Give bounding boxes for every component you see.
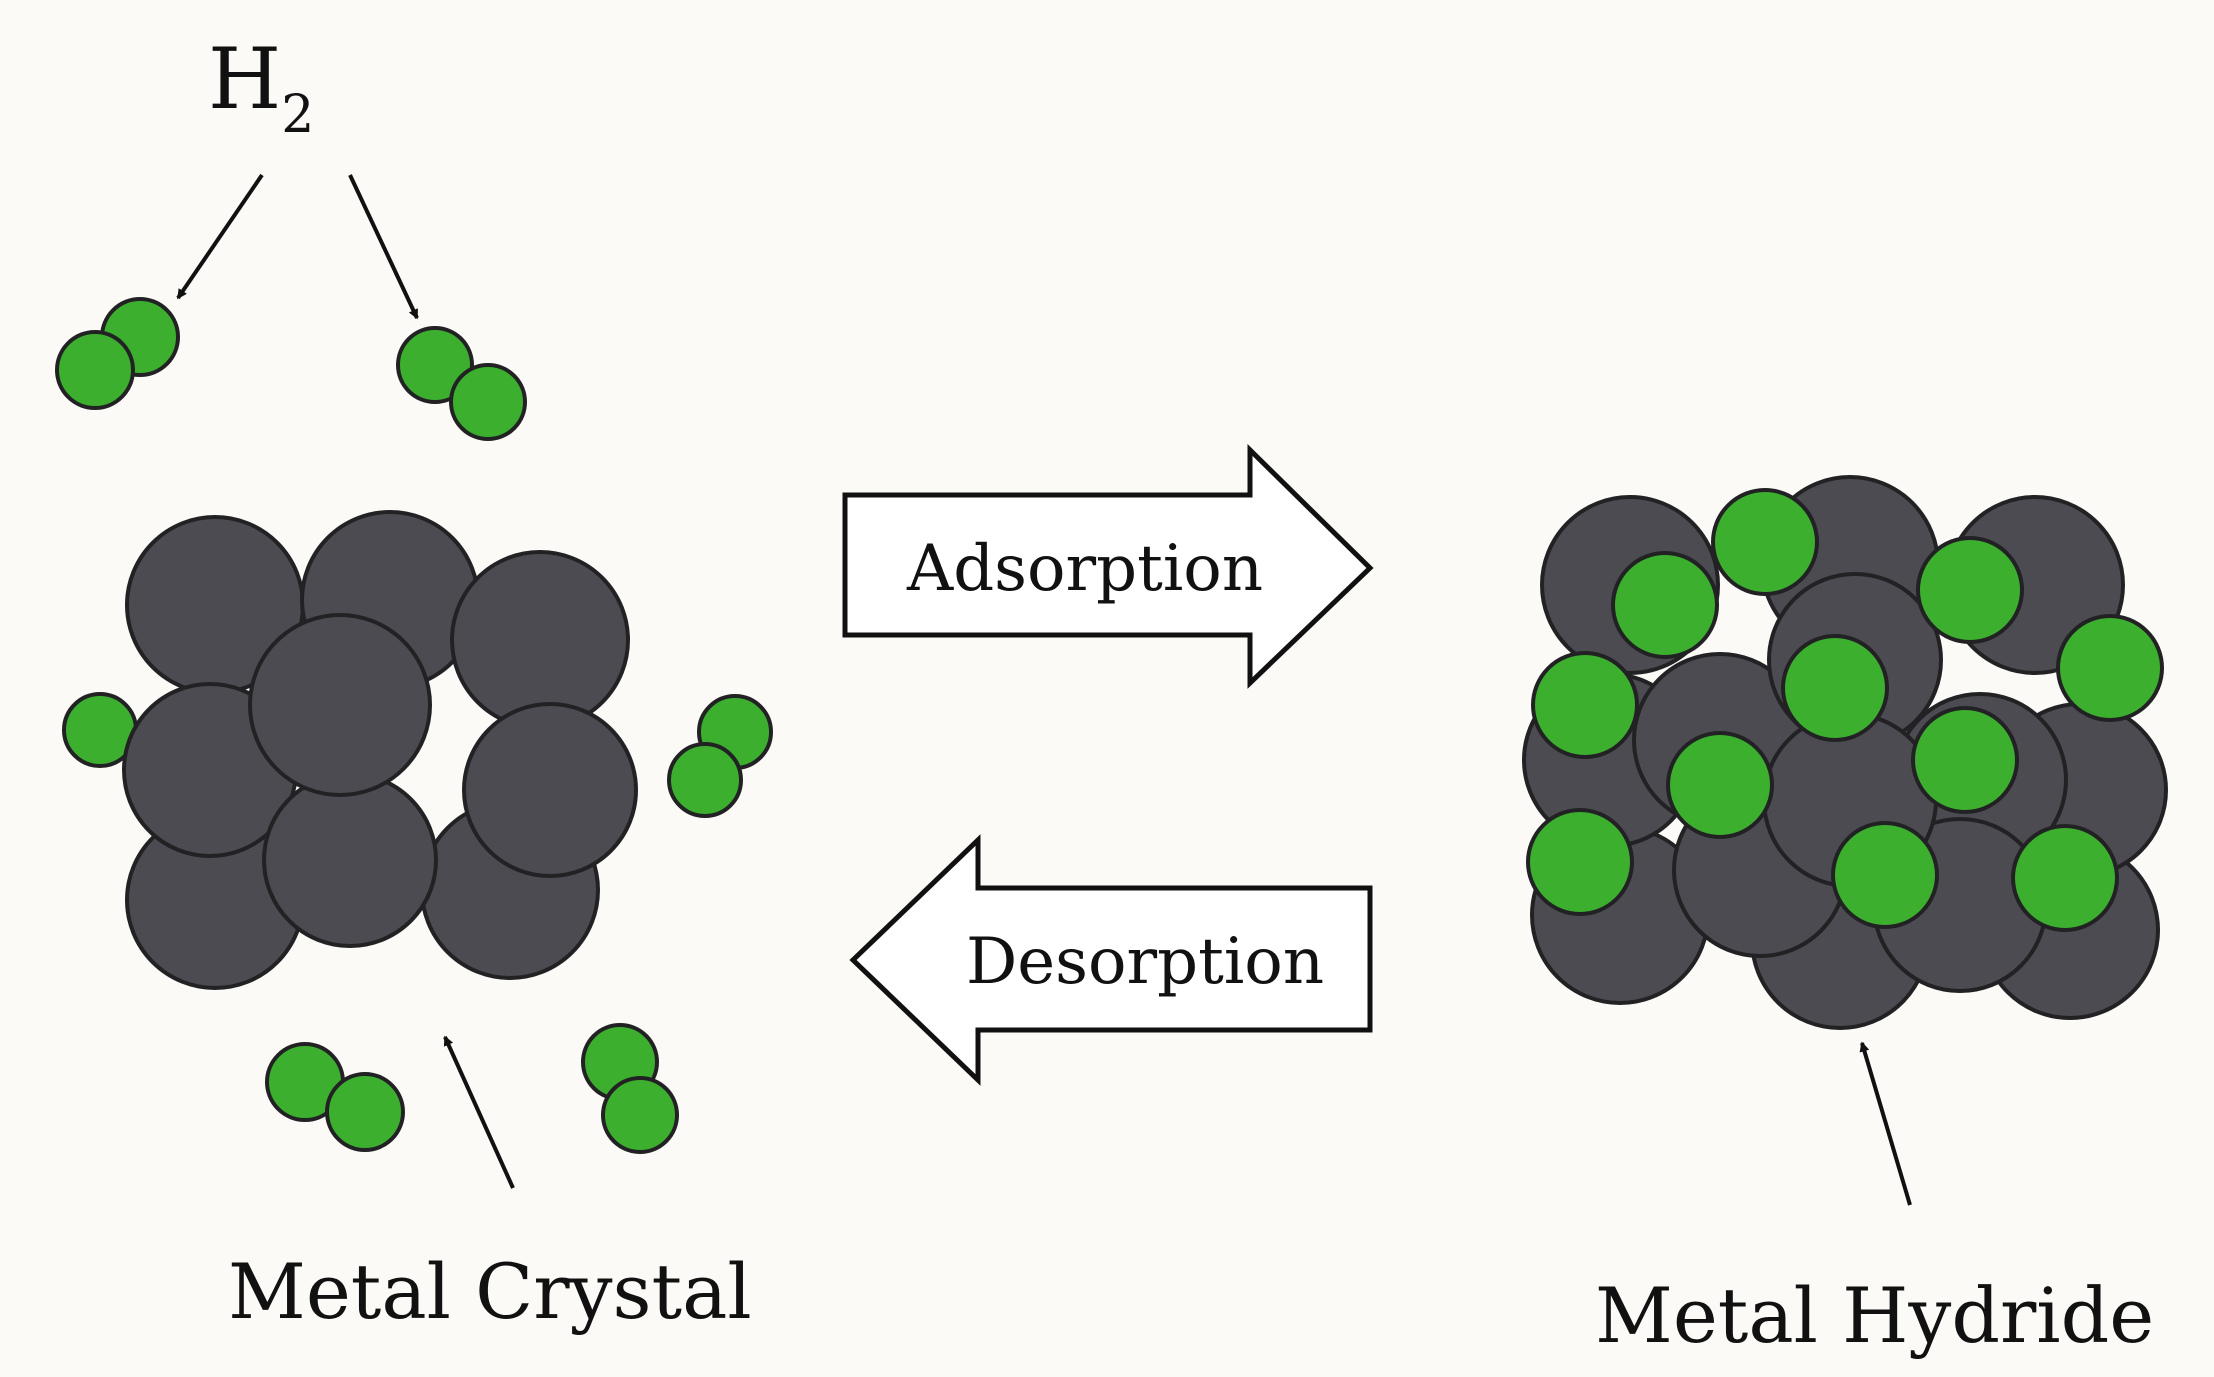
h2-molecule-top-left: [55, 297, 180, 410]
hydrogen-atom: [396, 326, 474, 404]
hydrogen-atom: [325, 1072, 405, 1152]
adsorption-arrow: [842, 444, 1374, 689]
hydrogen-atom: [1781, 634, 1889, 742]
metal-hydride-metal-atoms: [1522, 475, 2168, 1030]
hydrogen-atom: [2056, 614, 2164, 722]
hydrogen-atom: [1911, 706, 2019, 814]
hydrogen-atom: [2011, 824, 2119, 932]
hydrogen-atom: [1916, 536, 2024, 644]
hydrogen-atom: [667, 742, 743, 818]
metal-atom: [462, 702, 638, 878]
desorption-arrow: [849, 834, 1373, 1086]
h2-arrow-right: [348, 174, 419, 320]
h2-label-subscript: 2: [281, 85, 314, 145]
metal-crystal-label: Metal Crystal: [228, 1247, 752, 1336]
h2-molecule-side-right: [667, 694, 773, 818]
hydrogen-atom: [449, 363, 527, 441]
metal-hydride-hydrogen-atoms: [1526, 488, 2164, 932]
metal-atom: [450, 550, 630, 730]
h2-molecule-bottom-left: [265, 1042, 405, 1152]
metal-atom: [262, 772, 438, 948]
metal-hydride-arrow: [1859, 1041, 1912, 1206]
metal-hydride-label: Metal Hydride: [1595, 1271, 2154, 1360]
hydrogen-atom: [1526, 808, 1634, 916]
hydrogen-atom: [601, 1076, 679, 1154]
hydrogen-atom: [1611, 551, 1719, 659]
metal-crystal-cluster: [122, 510, 638, 990]
hydrogen-atom: [1531, 651, 1639, 759]
h2-label: H2: [208, 30, 314, 145]
hydrogen-atom: [1666, 731, 1774, 839]
h2-arrow-left: [176, 173, 264, 300]
hydrogen-atom: [55, 330, 135, 410]
h2-molecule-bottom-right: [581, 1023, 679, 1154]
metal-crystal-arrow: [443, 1035, 515, 1189]
hydrogen-atom: [1831, 821, 1939, 929]
adsorption-label: Adsorption: [906, 532, 1263, 606]
hydrogen-atom: [1711, 488, 1819, 596]
desorption-label: Desorption: [966, 925, 1324, 999]
metal-atom: [248, 613, 432, 797]
h2-label-main: H: [208, 30, 281, 128]
h2-molecule-top-right: [396, 326, 527, 441]
